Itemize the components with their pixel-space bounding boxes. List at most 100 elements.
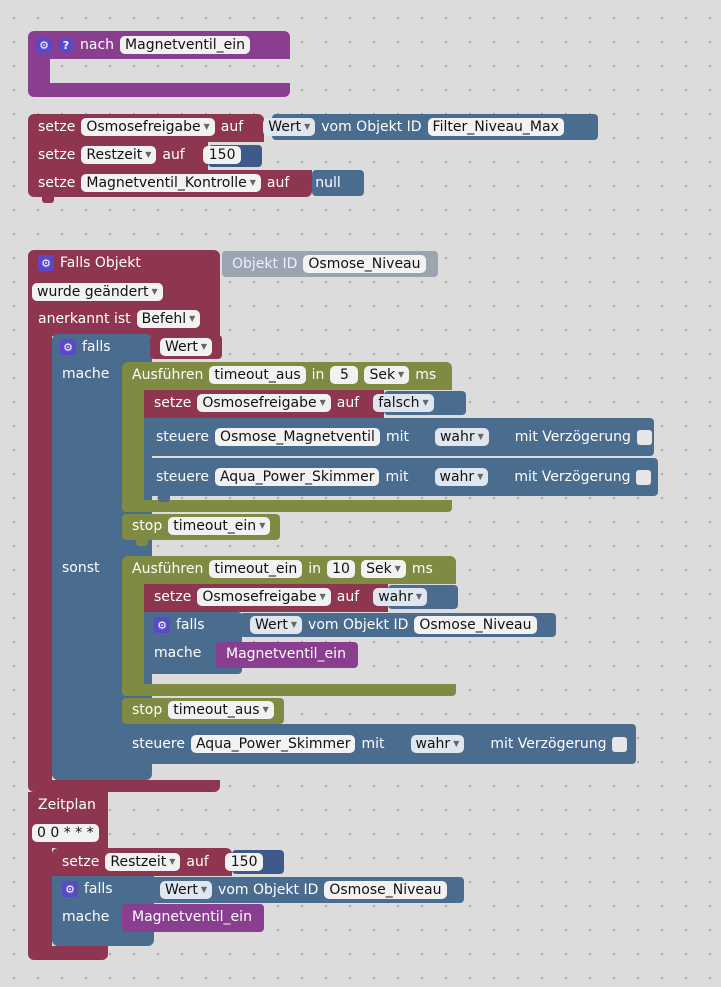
procedure-nach-label: nach bbox=[80, 37, 115, 53]
set-label: setze bbox=[62, 854, 100, 870]
auf-label: auf bbox=[336, 589, 360, 605]
procedure-call-block[interactable] bbox=[216, 642, 358, 668]
variable-name: Osmosefreigabe bbox=[202, 395, 317, 411]
delay-checkbox[interactable] bbox=[612, 736, 628, 752]
stop-label: stop bbox=[132, 518, 163, 534]
gear-icon[interactable]: ⚙ bbox=[62, 881, 78, 897]
variable-dropdown[interactable]: Restzeit▼ bbox=[105, 853, 181, 871]
timeout-value-field[interactable]: 5 bbox=[330, 366, 359, 384]
object-field[interactable]: Aqua_Power_Skimmer bbox=[214, 468, 380, 486]
vom-objekt-label: vom Objekt ID bbox=[321, 119, 422, 135]
ms-label: ms bbox=[415, 367, 437, 383]
boolean-dropdown[interactable]: wahr▼ bbox=[410, 735, 465, 753]
variable-dropdown[interactable]: Osmosefreigabe▼ bbox=[197, 394, 331, 412]
gear-icon[interactable]: ⚙ bbox=[154, 617, 170, 633]
object-field[interactable]: Osmose_Magnetventil bbox=[214, 428, 380, 446]
gear-icon[interactable]: ⚙ bbox=[36, 37, 52, 53]
change-type-dropdown[interactable]: wurde geändert▼ bbox=[32, 283, 163, 301]
help-icon[interactable]: ? bbox=[58, 37, 74, 53]
variable-dropdown[interactable]: Magnetventil_Kontrolle▼ bbox=[81, 174, 261, 192]
timeout-value-field[interactable]: 10 bbox=[327, 560, 356, 578]
timeout-block-1-foot bbox=[122, 500, 452, 512]
wert-dropdown[interactable]: Wert▼ bbox=[250, 616, 303, 634]
schedule-block-spine bbox=[28, 848, 52, 948]
boolean-dropdown[interactable]: wahr▼ bbox=[434, 468, 489, 486]
object-id-label: Objekt ID bbox=[232, 256, 298, 272]
timeout-dropdown[interactable]: timeout_aus▼ bbox=[168, 701, 274, 719]
dropdown-arrow-icon: ▼ bbox=[477, 472, 484, 481]
procedure-block-side bbox=[28, 59, 50, 83]
auf-label: auf bbox=[186, 854, 209, 870]
variable-dropdown[interactable]: Osmosefreigabe▼ bbox=[81, 118, 215, 136]
procedure-call-label: Magnetventil_ein bbox=[132, 909, 252, 925]
wert-label: Wert bbox=[268, 119, 302, 135]
cron-field[interactable]: 0 0 * * * bbox=[32, 824, 99, 842]
procedure-call-block[interactable] bbox=[122, 904, 264, 932]
procedure-call-label: Magnetventil_ein bbox=[226, 646, 346, 662]
unit-value: Sek bbox=[366, 561, 392, 577]
dropdown-arrow-icon: ▼ bbox=[189, 314, 196, 323]
number-field[interactable]: 150 bbox=[224, 853, 264, 871]
dropdown-arrow-icon: ▼ bbox=[200, 342, 208, 351]
procedure-name-field[interactable]: Magnetventil_ein bbox=[120, 36, 250, 54]
object-field[interactable]: Aqua_Power_Skimmer bbox=[190, 735, 356, 753]
steuere-label: steuere bbox=[132, 736, 185, 752]
wert-dropdown[interactable]: Wert▼ bbox=[160, 338, 213, 356]
ms-label: ms bbox=[411, 561, 433, 577]
unit-dropdown[interactable]: Sek▼ bbox=[364, 366, 410, 384]
ack-dropdown[interactable]: Befehl▼ bbox=[136, 310, 201, 328]
wert-label: Wert bbox=[255, 617, 288, 633]
number-field[interactable]: 150 bbox=[202, 146, 242, 164]
dropdown-arrow-icon: ▼ bbox=[290, 620, 298, 629]
delay-checkbox[interactable] bbox=[636, 469, 652, 485]
mit-label: mit bbox=[361, 736, 385, 752]
null-label: null bbox=[315, 175, 341, 191]
dropdown-arrow-icon: ▼ bbox=[203, 122, 210, 131]
in-label: in bbox=[308, 561, 322, 577]
set-label: setze bbox=[38, 147, 76, 163]
dropdown-arrow-icon: ▼ bbox=[169, 857, 176, 866]
run-label: Ausführen bbox=[132, 561, 204, 577]
dropdown-arrow-icon: ▼ bbox=[319, 592, 326, 601]
object-id-field[interactable]: Filter_Niveau_Max bbox=[427, 118, 564, 136]
timeout-dropdown[interactable]: timeout_ein▼ bbox=[168, 517, 271, 535]
change-type-value: wurde geändert bbox=[37, 284, 149, 300]
dropdown-arrow-icon: ▼ bbox=[145, 150, 152, 159]
boolean-value: falsch bbox=[378, 395, 420, 411]
boolean-dropdown[interactable]: wahr▼ bbox=[373, 588, 428, 606]
object-id-field[interactable]: Osmose_Niveau bbox=[303, 255, 426, 273]
boolean-value: wahr bbox=[378, 589, 413, 605]
variable-dropdown[interactable]: Osmosefreigabe▼ bbox=[197, 588, 331, 606]
variable-name: Osmosefreigabe bbox=[86, 119, 201, 135]
null-block[interactable] bbox=[312, 170, 364, 196]
falls-label: falls bbox=[84, 881, 113, 897]
wert-label: Wert bbox=[165, 339, 198, 355]
object-id-field[interactable]: Osmose_Niveau bbox=[324, 881, 447, 899]
auf-label: auf bbox=[220, 119, 244, 135]
variable-name: Restzeit bbox=[110, 854, 167, 870]
auf-label: auf bbox=[266, 175, 290, 191]
delay-checkbox[interactable] bbox=[636, 429, 652, 445]
object-id-field[interactable]: Osmose_Niveau bbox=[414, 616, 537, 634]
boolean-dropdown[interactable]: falsch▼ bbox=[373, 394, 434, 412]
timeout-name-field[interactable]: timeout_ein bbox=[209, 560, 303, 578]
boolean-dropdown[interactable]: wahr▼ bbox=[434, 428, 489, 446]
boolean-value: wahr bbox=[439, 429, 475, 445]
timeout-block-1-spine bbox=[122, 390, 144, 502]
gear-icon[interactable]: ⚙ bbox=[60, 339, 76, 355]
wert-dropdown[interactable]: Wert▼ bbox=[160, 881, 213, 899]
stop-label: stop bbox=[132, 702, 163, 718]
wert-dropdown[interactable]: Wert▼ bbox=[263, 118, 316, 136]
unit-dropdown[interactable]: Sek▼ bbox=[361, 560, 406, 578]
falls-label: falls bbox=[82, 339, 111, 355]
variable-dropdown[interactable]: Restzeit▼ bbox=[81, 146, 157, 164]
vom-objekt-label: vom Objekt ID bbox=[218, 882, 319, 898]
timeout-block-2-foot bbox=[122, 684, 456, 696]
delay-label: mit Verzögerung bbox=[514, 469, 631, 485]
timeout-name-field[interactable]: timeout_aus bbox=[209, 366, 306, 384]
gear-icon[interactable]: ⚙ bbox=[38, 255, 54, 271]
variable-name: Magnetventil_Kontrolle bbox=[86, 175, 247, 191]
auf-label: auf bbox=[336, 395, 360, 411]
mit-label: mit bbox=[385, 469, 409, 485]
unit-value: Sek bbox=[369, 367, 396, 383]
